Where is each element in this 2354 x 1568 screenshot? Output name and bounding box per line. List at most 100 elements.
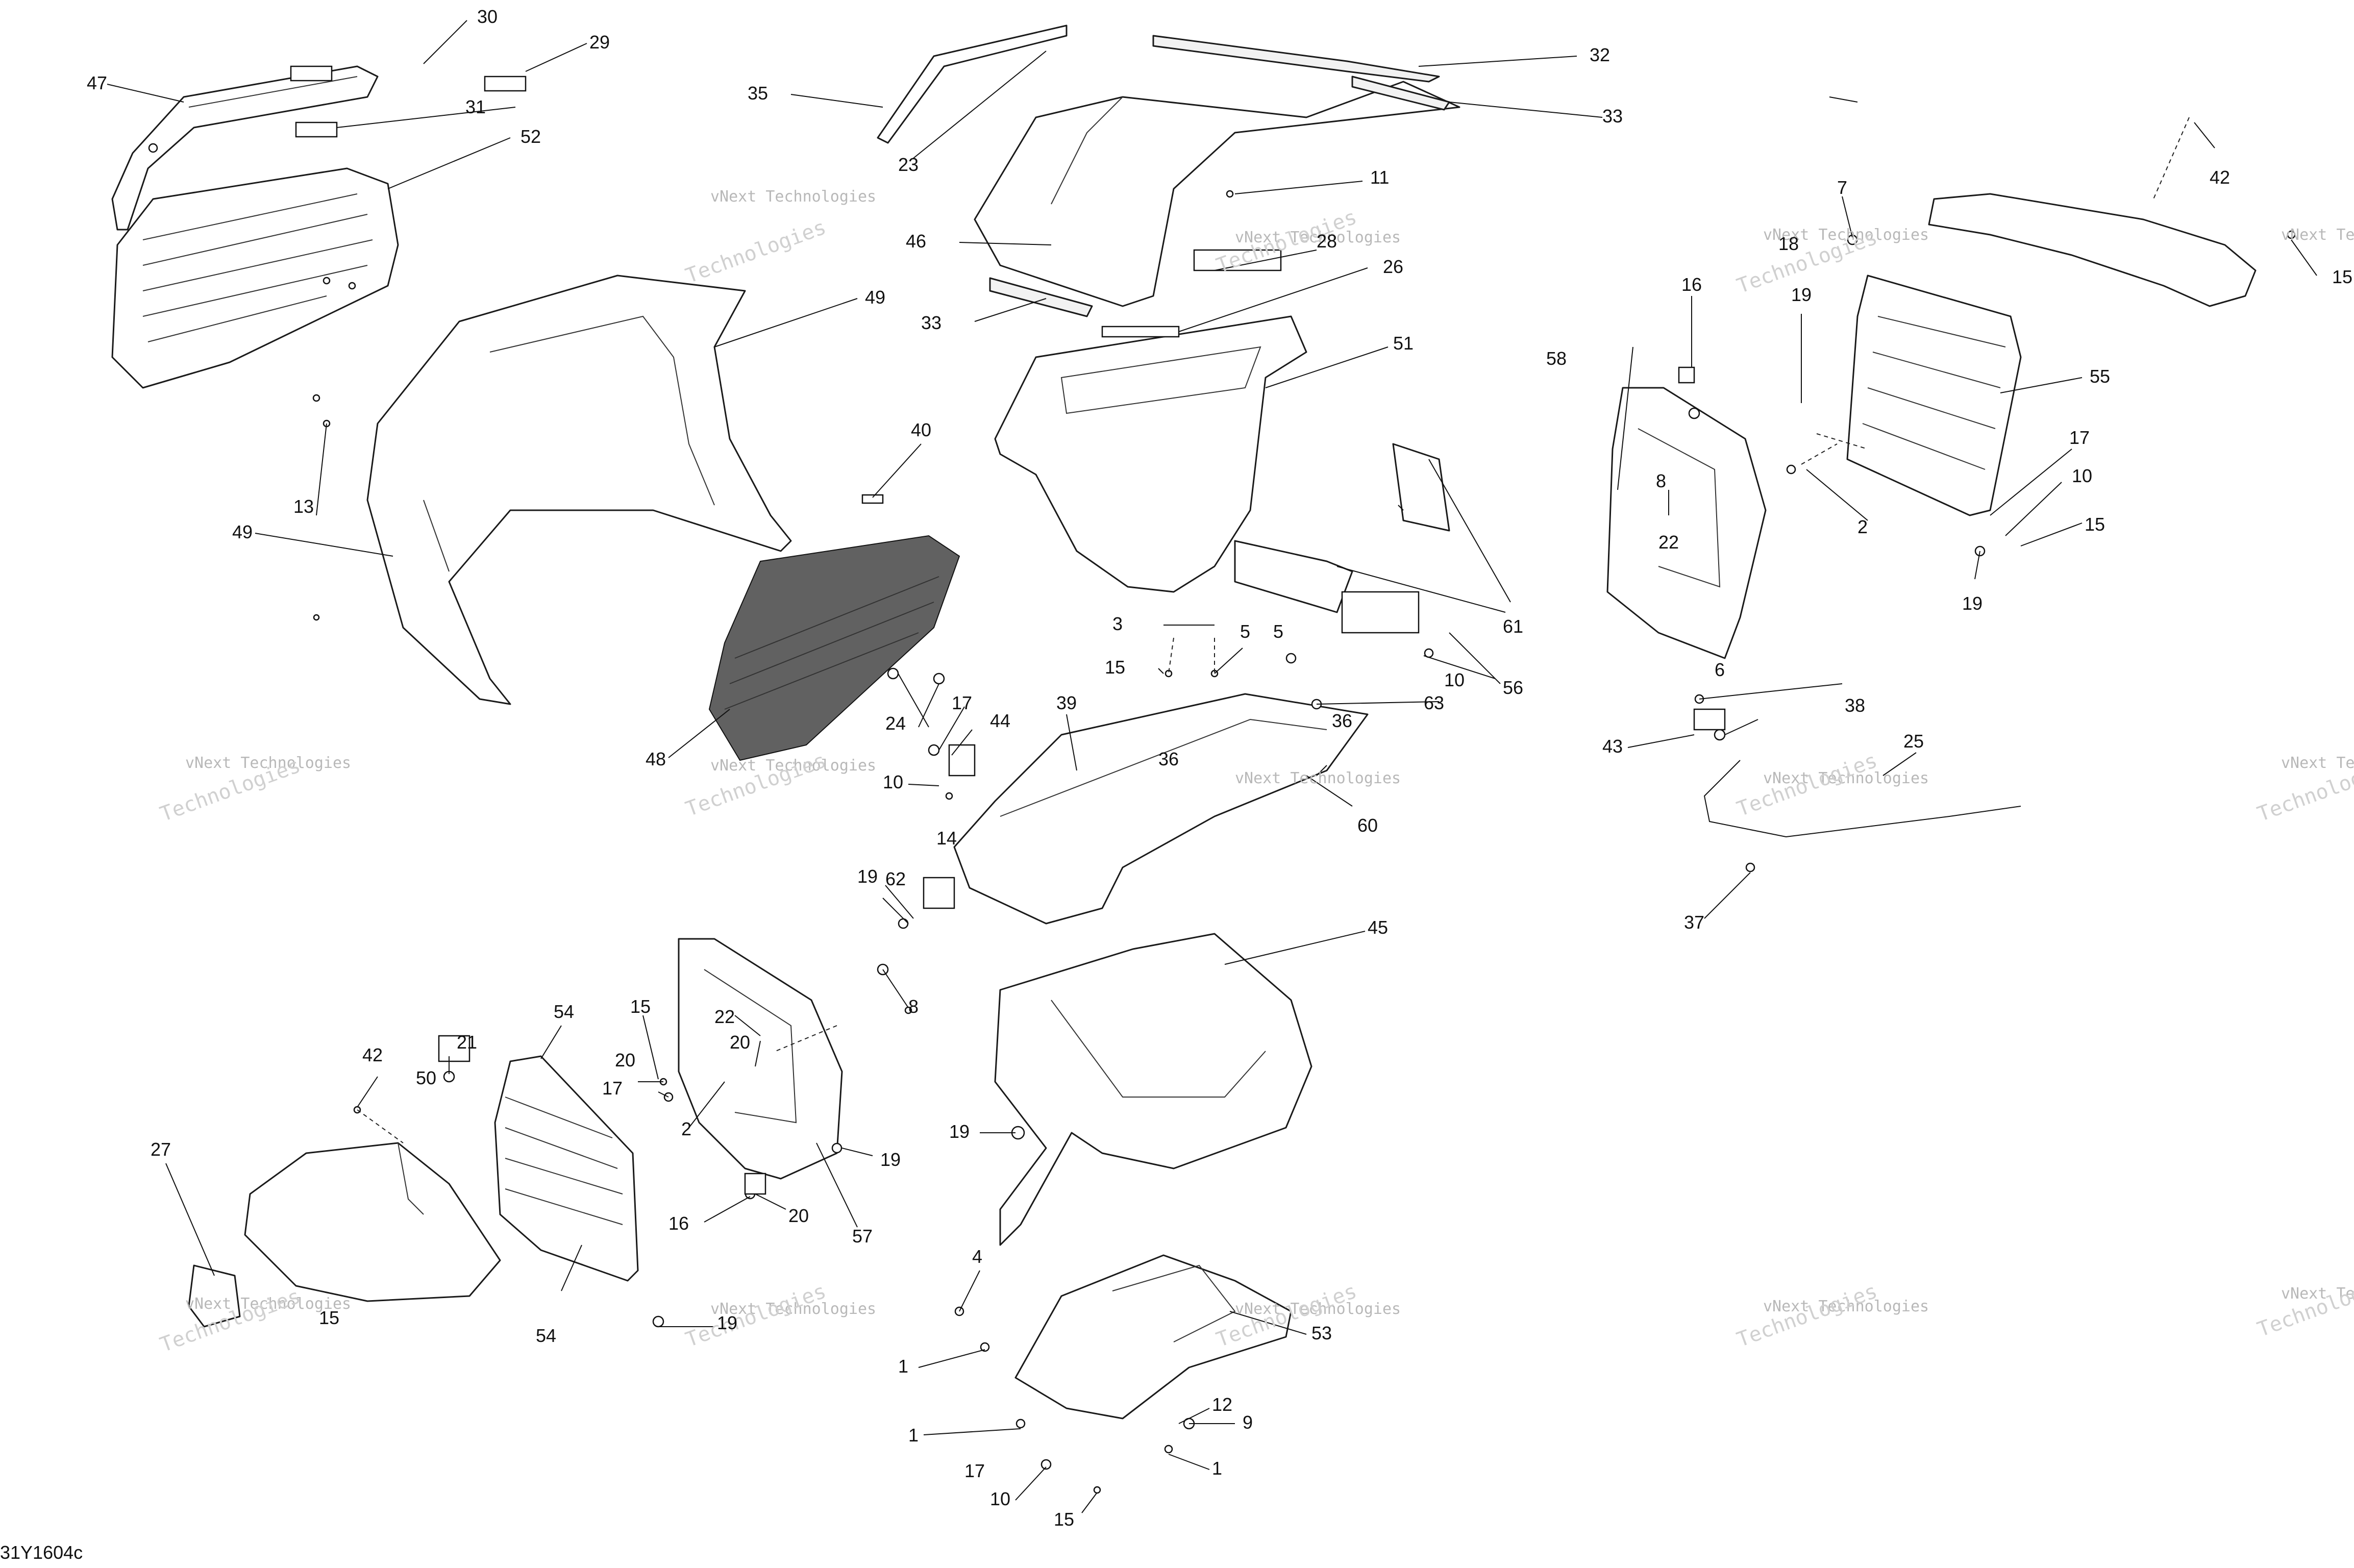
- svg-text:vNext Technologies: vNext Technologies: [185, 754, 351, 772]
- part-61-panel-a: [1392, 443, 1450, 532]
- callout-43: 43: [1602, 736, 1623, 757]
- callout-4: 4: [972, 1246, 982, 1267]
- callout-19-frame2: 19: [880, 1149, 901, 1170]
- part-48-vent-mesh: [708, 535, 960, 761]
- svg-text:Technologies: Technologies: [1734, 1279, 1880, 1352]
- callout-22-right: 22: [1658, 532, 1679, 553]
- part-60-support: [953, 693, 1369, 925]
- callout-6: 6: [1715, 659, 1725, 680]
- callout-62: 62: [885, 868, 906, 889]
- callout-54-top: 54: [554, 1001, 574, 1022]
- svg-text:vNext Technologies: vNext Technologies: [1763, 226, 1929, 244]
- callout-27: 27: [151, 1139, 171, 1160]
- callout-19-low: 19: [949, 1121, 970, 1142]
- callout-39: 39: [1056, 692, 1077, 713]
- svg-text:vNext Technologies: vNext Technologies: [2281, 754, 2354, 772]
- part-61-panel-b: [1234, 540, 1353, 613]
- callout-15-left: 15: [319, 1307, 339, 1328]
- callout-15-right: 15: [2085, 514, 2105, 535]
- svg-text:vNext Technologies: vNext Technologies: [710, 1300, 876, 1318]
- part-33-strip-upper: [1351, 76, 1450, 111]
- part-55-grille-right: [1846, 275, 2022, 516]
- callout-20-c: 20: [730, 1032, 750, 1053]
- callout-10-mid: 10: [1444, 669, 1465, 690]
- part-42-cover-right: [1928, 193, 2257, 307]
- svg-text:vNext Technologies: vNext Technologies: [2281, 226, 2354, 244]
- callout-48: 48: [646, 749, 666, 769]
- callout-53: 53: [1311, 1323, 1332, 1343]
- callout-1-a: 1: [898, 1356, 908, 1377]
- part-54-side-grille: [494, 1055, 639, 1282]
- hardware-fasteners: [148, 143, 2296, 1494]
- callout-32: 32: [1590, 44, 1610, 65]
- callout-40: 40: [911, 419, 931, 440]
- callout-19-mid: 19: [857, 866, 878, 887]
- callout-25: 25: [1903, 731, 1924, 752]
- callout-13: 13: [293, 496, 314, 517]
- callout-19-frame: 19: [717, 1312, 737, 1333]
- svg-text:Technologies: Technologies: [2254, 1269, 2354, 1341]
- callout-15-low: 15: [1054, 1509, 1074, 1530]
- callout-17-frame: 17: [602, 1078, 623, 1099]
- svg-text:Technologies: Technologies: [683, 215, 829, 288]
- callout-11: 11: [1370, 167, 1389, 188]
- parts-drawing: [111, 24, 2296, 1494]
- callout-17-mid: 17: [952, 692, 972, 713]
- callout-12: 12: [1212, 1394, 1232, 1415]
- callout-55: 55: [2090, 366, 2110, 387]
- callout-50: 50: [416, 1067, 436, 1088]
- callout-9: 9: [1243, 1412, 1253, 1433]
- svg-text:vNext Technologies: vNext Technologies: [1763, 1298, 1929, 1315]
- callout-5-left: 5: [1240, 621, 1250, 642]
- callout-10-right: 10: [2072, 465, 2092, 486]
- callout-30: 30: [477, 6, 498, 27]
- svg-text:vNext Technologies: vNext Technologies: [1235, 769, 1401, 787]
- callout-46: 46: [906, 231, 926, 252]
- callout-16-frame: 16: [668, 1213, 689, 1234]
- callout-35: 35: [748, 83, 768, 104]
- callout-49-top: 49: [865, 287, 885, 308]
- callout-28: 28: [1317, 231, 1337, 252]
- callout-14: 14: [936, 828, 957, 849]
- callout-17-low: 17: [964, 1460, 985, 1481]
- part-47-bumper-top: [111, 65, 379, 231]
- callout-42-left: 42: [362, 1044, 383, 1065]
- callout-8-right: 8: [1656, 470, 1666, 491]
- callout-33-bottom: 33: [921, 312, 941, 333]
- part-52-grille: [111, 167, 399, 389]
- part-32-strip: [1152, 35, 1440, 83]
- callout-1-c: 1: [1212, 1458, 1222, 1479]
- callout-36-left: 36: [1158, 749, 1179, 769]
- callout-44: 44: [990, 710, 1010, 731]
- callout-5-right: 5: [1273, 621, 1283, 642]
- callout-22-frame: 22: [714, 1006, 735, 1027]
- svg-text:vNext Technologies: vNext Technologies: [710, 188, 876, 206]
- callout-3: 3: [1112, 613, 1123, 634]
- callout-23: 23: [898, 154, 919, 175]
- callout-leader-lines: [107, 20, 2317, 1513]
- callout-37: 37: [1684, 912, 1704, 933]
- part-46-cover: [974, 81, 1460, 307]
- svg-text:vNext Technologies: vNext Technologies: [1235, 229, 1401, 246]
- svg-text:vNext Technologies: vNext Technologies: [1235, 1300, 1401, 1318]
- callout-16-right: 16: [1681, 274, 1702, 295]
- callout-42-right: 42: [2210, 167, 2230, 188]
- callout-2-frame: 2: [681, 1118, 691, 1139]
- callout-20-b: 20: [788, 1205, 809, 1226]
- callout-29: 29: [589, 32, 610, 53]
- callout-26: 26: [1383, 256, 1403, 277]
- small-clips: [290, 65, 1726, 1195]
- svg-text:vNext Technologies: vNext Technologies: [2281, 1285, 2354, 1303]
- callout-45: 45: [1368, 917, 1388, 938]
- part-49-front-fascia: [366, 275, 792, 705]
- callout-labels: 30 29 31 52 47 13 49 49 48 35 23 32 33 1…: [0, 6, 2352, 1563]
- callout-51: 51: [1393, 333, 1414, 354]
- callout-24: 24: [885, 713, 906, 734]
- part-57-bracket-frame: [678, 938, 843, 1180]
- callout-8-mid: 8: [908, 996, 919, 1017]
- callout-19-right-b: 19: [1962, 593, 1983, 614]
- callout-52: 52: [521, 126, 541, 147]
- callout-49-left: 49: [232, 521, 253, 542]
- callout-38: 38: [1845, 695, 1865, 716]
